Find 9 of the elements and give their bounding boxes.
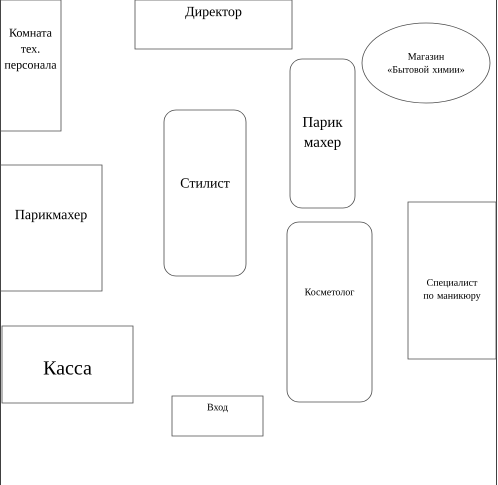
cash-desk-box: Касса bbox=[2, 326, 134, 404]
room-box: Специалист по маникюру bbox=[408, 202, 496, 360]
room-box: Директор bbox=[134, 0, 292, 50]
room-box: Комната тех. персонала bbox=[0, 0, 62, 132]
workplace-box: Косметолог bbox=[286, 222, 372, 402]
workplace-box: Стилист bbox=[164, 110, 246, 276]
entrance-box: Вход bbox=[172, 396, 264, 436]
room-box: Парикмахер bbox=[0, 164, 102, 292]
workplace-box: Парик махер bbox=[290, 58, 356, 208]
